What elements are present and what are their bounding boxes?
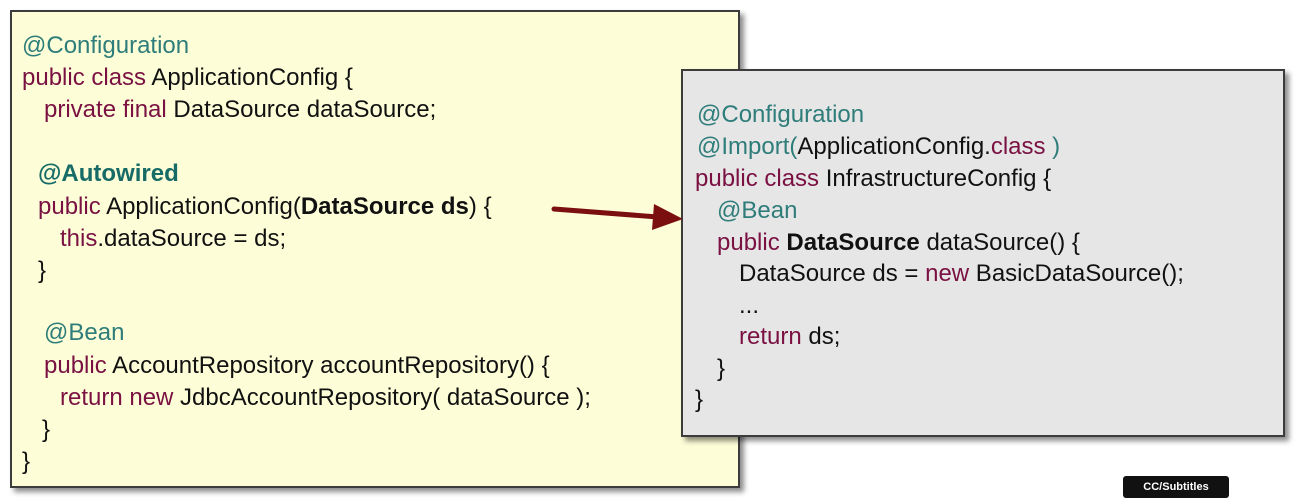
cc-subtitles-button[interactable]: CC/Subtitles: [1123, 476, 1229, 498]
infrastructure-config-code-panel: @Configuration @Import(ApplicationConfig…: [681, 69, 1285, 437]
configuration-annotation: @Configuration: [22, 32, 190, 59]
code-text: AccountRepository accountRepository() {: [106, 352, 550, 379]
code-text: ds;: [801, 323, 841, 350]
code-text: InfrastructureConfig {: [819, 165, 1052, 192]
keyword: class: [990, 133, 1046, 160]
keyword: new: [925, 260, 970, 287]
method-declaration-line: public DataSource dataSource() {: [717, 229, 1080, 257]
method-declaration-line: public AccountRepository accountReposito…: [44, 352, 550, 380]
code-text: JdbcAccountRepository( dataSource );: [173, 384, 591, 411]
code-text: dataSource() {: [919, 229, 1080, 256]
code-text: BasicDataSource();: [969, 260, 1184, 287]
constructor-line: public ApplicationConfig(DataSource ds) …: [38, 193, 492, 221]
keyword: public: [38, 193, 101, 220]
keyword: public: [44, 352, 107, 379]
code-text: ApplicationConfig {: [146, 64, 353, 91]
field-declaration-line: private final DataSource dataSource;: [44, 96, 436, 124]
closing-brace: }: [695, 386, 704, 413]
import-annotation-line: @Import(ApplicationConfig.class ): [697, 133, 1060, 161]
closing-brace: }: [717, 355, 726, 382]
keyword: public class: [695, 165, 820, 192]
return-type: DataSource: [779, 229, 920, 256]
application-config-code-panel: @Configuration public class ApplicationC…: [10, 10, 740, 488]
code-text: DataSource ds =: [739, 260, 926, 287]
class-declaration-line: public class InfrastructureConfig {: [695, 165, 1051, 193]
code-text: ) {: [468, 193, 492, 220]
keyword: this: [60, 225, 98, 252]
bean-annotation: @Bean: [717, 197, 798, 224]
import-annotation: @Import(: [697, 133, 798, 160]
keyword: private final: [44, 96, 167, 123]
code-text: ApplicationConfig(: [100, 193, 301, 220]
bean-annotation: @Bean: [44, 319, 125, 346]
closing-brace: }: [38, 257, 47, 284]
code-text: DataSource dataSource;: [166, 96, 437, 123]
ellipsis: ...: [739, 292, 760, 319]
keyword: public class: [22, 64, 147, 91]
code-text: .dataSource = ds;: [97, 225, 287, 252]
autowired-annotation: @Autowired: [38, 160, 179, 187]
return-line: return ds;: [739, 323, 840, 351]
keyword: return new: [60, 384, 174, 411]
code-text: ApplicationConfig.: [797, 133, 991, 160]
closing-brace: }: [42, 416, 51, 443]
class-declaration-line: public class ApplicationConfig {: [22, 64, 353, 92]
assignment-line: this.dataSource = ds;: [60, 225, 286, 253]
closing-brace: }: [22, 448, 31, 475]
return-line: return new JdbcAccountRepository( dataSo…: [60, 384, 591, 412]
dependency-arrow: [551, 204, 683, 230]
configuration-annotation: @Configuration: [697, 101, 865, 128]
datasource-creation-line: DataSource ds = new BasicDataSource();: [739, 260, 1184, 288]
arrow-head: [652, 204, 683, 230]
keyword: public: [717, 229, 780, 256]
constructor-parameter: DataSource ds: [300, 193, 469, 220]
keyword: return: [739, 323, 802, 350]
arrow-shaft: [551, 206, 661, 220]
code-text: ): [1045, 133, 1061, 160]
